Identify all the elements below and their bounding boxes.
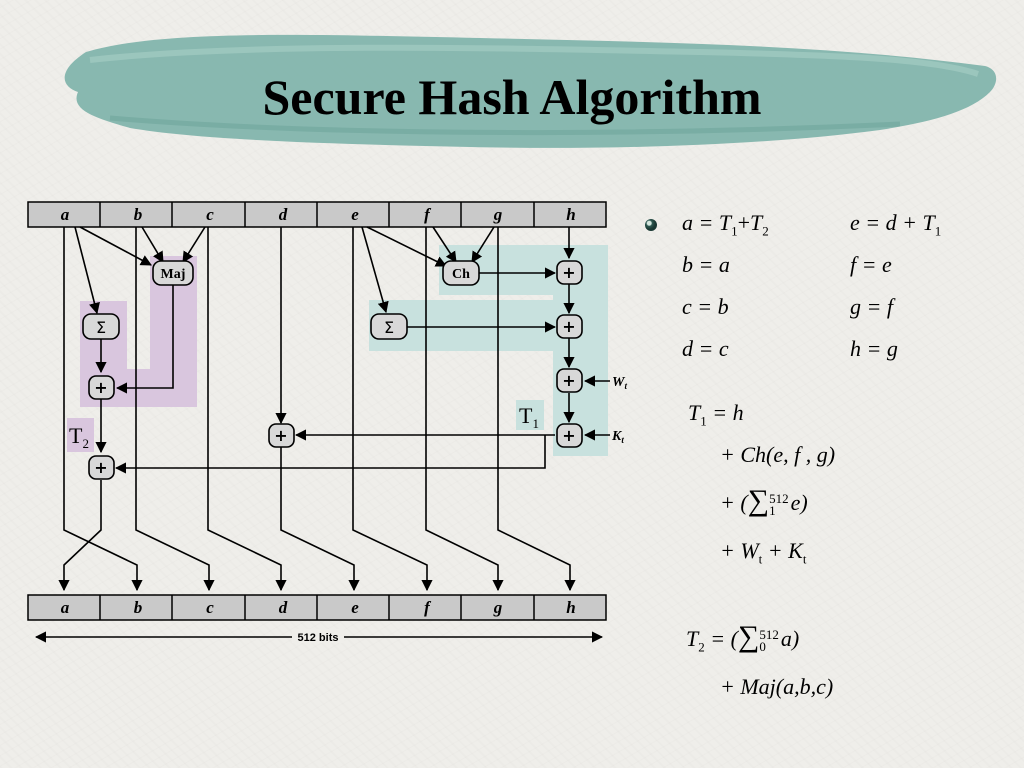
top-register-b: b (134, 205, 143, 224)
top-register-c: c (206, 205, 214, 224)
top-register-g: g (493, 205, 503, 224)
top-register-d: d (279, 205, 288, 224)
assign-e: e = d + T1 (850, 210, 942, 239)
svg-text:+: + (562, 317, 575, 336)
bottom-register-h: h (566, 598, 575, 617)
svg-text:+: + (274, 426, 287, 445)
assign-c: c = b (682, 294, 729, 319)
top-register-h: h (566, 205, 575, 224)
bottom-register-b: b (134, 598, 143, 617)
svg-text:+: + (562, 263, 575, 282)
bottom-register-g: g (493, 598, 503, 617)
top-register-a: a (61, 205, 70, 224)
adder-t1-sigma: + (556, 314, 583, 339)
wires (34, 226, 610, 643)
adder-t1-wt: + (556, 368, 583, 393)
top-register-e: e (351, 205, 359, 224)
bottom-register-d: d (279, 598, 288, 617)
t1-formula-line1: T1 = h (688, 400, 744, 429)
t1-label-region (516, 400, 544, 430)
svg-text:+: + (562, 426, 575, 445)
assign-f: f = e (850, 252, 892, 277)
assign-b: b = a (682, 252, 730, 277)
bottom-register-f: f (424, 598, 432, 617)
sigma-e-node: Σ (370, 313, 408, 340)
svg-text:+: + (562, 371, 575, 390)
svg-text:+: + (94, 458, 107, 477)
assign-g: g = f (850, 294, 893, 319)
svg-text:+: + (94, 378, 107, 397)
assign-h: h = g (850, 336, 898, 361)
t2-label-region (67, 418, 94, 452)
bottom-register-c: c (206, 598, 214, 617)
t2-formula-line2: + Maj(a,b,c) (720, 674, 834, 699)
t1-formula-line4: + Wt + Kt (720, 538, 807, 567)
bullet-icon (645, 219, 657, 231)
t1-region-label: T1 (519, 403, 539, 431)
adder-t1-h: + (556, 260, 583, 285)
sigma-a-label: Σ (96, 318, 106, 337)
t2-region-label: T2 (69, 423, 89, 451)
maj-t2-region (80, 256, 197, 407)
adder-t1-kt: + (556, 423, 583, 448)
register-bar-bottom: a b c d e f g h (27, 594, 607, 621)
maj-label: Maj (161, 267, 186, 282)
wt-label: Wt (612, 375, 627, 391)
bottom-register-a: a (61, 598, 70, 617)
sigma-e-label: Σ (384, 318, 394, 337)
adder-t2: + (88, 455, 115, 480)
assign-d: d = c (682, 336, 729, 361)
t1-region (369, 245, 608, 456)
title-banner-brush (64, 34, 997, 148)
adder-maj: + (88, 375, 115, 400)
ch-node: Ch (442, 260, 480, 286)
width-label: 512 bits (298, 632, 339, 644)
maj-node: Maj (152, 260, 194, 286)
kt-label: Kt (611, 429, 624, 445)
sha-round-diagram: a b c d e f g h a b c d e f g h (27, 201, 627, 644)
bottom-register-e: e (351, 598, 359, 617)
ch-label: Ch (452, 267, 470, 282)
assign-a: a = T1+T2 (682, 210, 769, 239)
t1-formula-line2: + Ch(e, f , g) (720, 442, 836, 467)
slide-title: Secure Hash Algorithm (262, 69, 762, 125)
register-bar-top: a b c d e f g h (27, 201, 607, 228)
sigma-a-node: Σ (82, 313, 120, 340)
adder-d: + (268, 423, 295, 448)
top-register-f: f (424, 205, 432, 224)
